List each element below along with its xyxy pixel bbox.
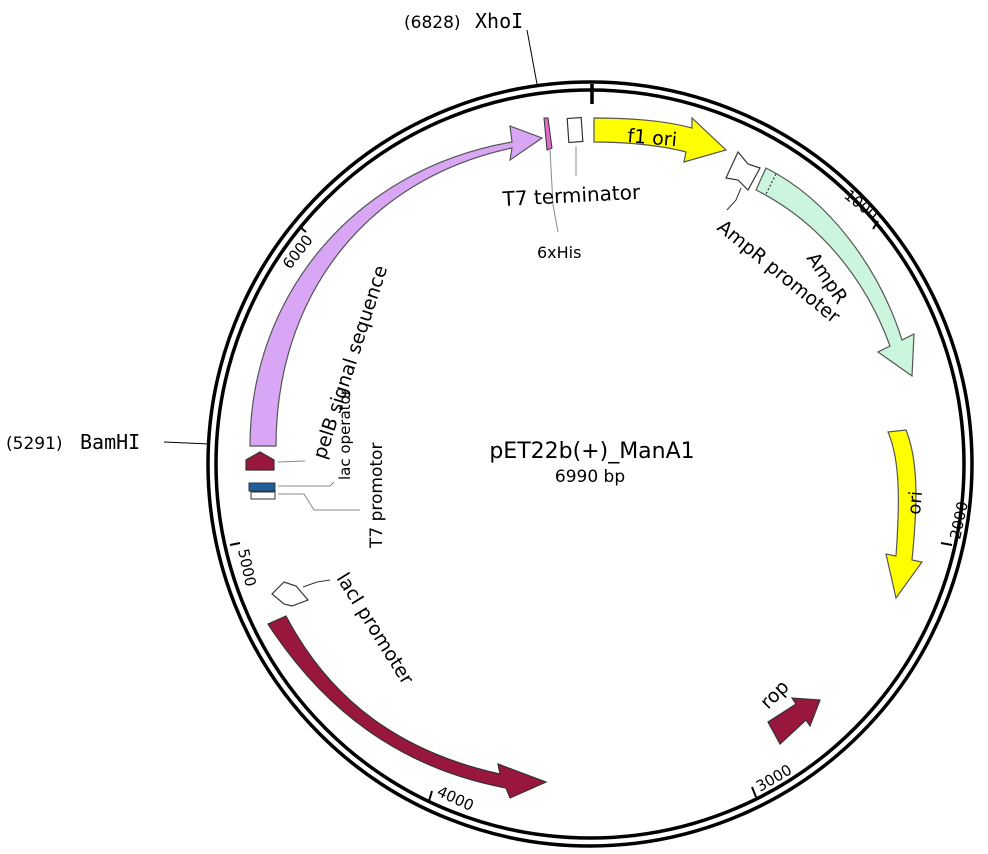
ori-arrow[interactable] <box>885 429 924 600</box>
bamhi-enzyme: BamHI <box>80 430 140 454</box>
plasmid-size: 6990 bp <box>555 467 625 487</box>
ampr-promoter-arrow[interactable] <box>725 150 761 191</box>
tick-6000 <box>299 226 307 233</box>
plasmid-name: pET22b(+)_ManA1 <box>489 439 694 464</box>
his-tag-leader <box>549 149 559 233</box>
backbone-inner-ring <box>214 88 966 840</box>
his-tag-box[interactable] <box>543 117 553 151</box>
pelb-arrow[interactable] <box>245 451 275 471</box>
ampr-promoter-leader <box>726 187 742 211</box>
laci-promoter-label: lacI promoter <box>332 569 418 689</box>
his-tag-label: 6xHis <box>537 243 581 262</box>
t7-terminator-box[interactable] <box>566 116 584 144</box>
tick-2000 <box>940 542 953 546</box>
tick-4000 <box>428 790 433 802</box>
rop-label: rop <box>756 676 794 714</box>
t7-promoter-label: T7 promotor <box>367 443 387 549</box>
t7-terminator-label: T7 terminator <box>501 180 641 211</box>
tick-1000 <box>872 220 879 230</box>
bamhi-position: (5291) <box>6 434 63 454</box>
lac-operator-label: lac operator <box>336 388 354 480</box>
rop-arrow[interactable] <box>767 697 821 745</box>
f1-ori-arrow[interactable] <box>593 116 728 163</box>
xhoi-position: (6828) <box>404 13 461 33</box>
lac-operator-box[interactable] <box>248 482 276 492</box>
bamhi-leader <box>163 441 211 445</box>
tick-3000 <box>751 786 757 798</box>
tick-5000-label: 5000 <box>234 547 260 588</box>
t7-promoter-box[interactable] <box>250 491 276 500</box>
ori-label: ori <box>904 490 927 515</box>
backbone-outer-ring <box>206 80 974 848</box>
t7-promoter-leader <box>278 493 360 511</box>
pelb-leader <box>277 460 306 463</box>
laci-promoter-leader <box>302 579 331 588</box>
f1-ori-label: f1 ori <box>627 125 678 151</box>
laci-promoter-arrow[interactable] <box>271 581 310 607</box>
laci-arrow[interactable] <box>267 615 548 799</box>
ampr-arrow[interactable] <box>755 167 915 378</box>
xhoi-enzyme: XhoI <box>475 9 523 33</box>
tick-2000-label: 2000 <box>946 500 972 541</box>
tick-1000-label: 1000 <box>841 186 882 224</box>
lac-operator-leader <box>278 481 335 487</box>
tick-5000 <box>229 542 241 546</box>
mana1-arrow[interactable] <box>249 125 544 447</box>
tick-4000-label: 4000 <box>434 782 476 814</box>
xhoi-leader <box>526 29 538 85</box>
